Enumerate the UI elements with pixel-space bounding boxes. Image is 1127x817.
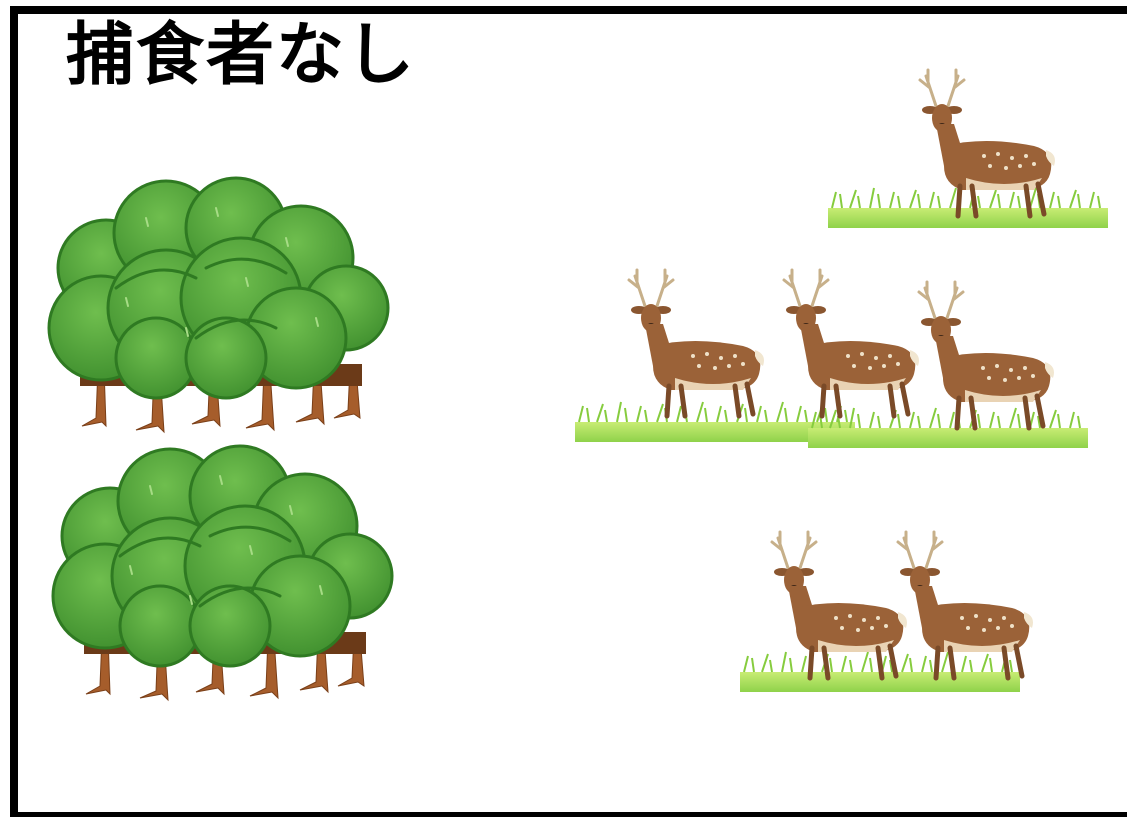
deer-icon xyxy=(784,270,919,416)
deer-group xyxy=(827,66,1110,230)
forest-icon xyxy=(50,444,394,706)
forest-icon xyxy=(46,176,390,438)
grass-icon xyxy=(807,407,1089,449)
frame-border-left xyxy=(10,6,18,817)
deer-icon xyxy=(772,532,907,678)
deer-group xyxy=(739,528,1040,694)
deer-icon xyxy=(919,282,1054,428)
deer-icon xyxy=(629,270,764,416)
grass-icon xyxy=(827,187,1109,229)
deer-group xyxy=(574,266,1095,452)
slide-title: 捕食者なし xyxy=(66,16,417,95)
frame-border-top xyxy=(10,6,1127,14)
frame-border-bottom xyxy=(10,812,1127,817)
